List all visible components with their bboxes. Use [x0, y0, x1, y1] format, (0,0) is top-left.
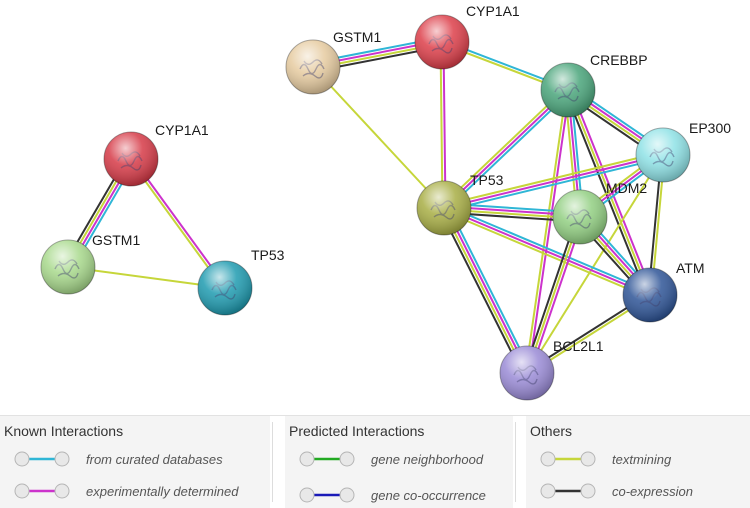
- node-gloss: [553, 190, 607, 244]
- node-gloss: [198, 261, 252, 315]
- edge-textmining: [526, 154, 664, 374]
- experimental-line-icon: [14, 483, 70, 499]
- node-cyp1a1-left[interactable]: CYP1A1: [103, 122, 209, 187]
- legend-node-dot: [14, 451, 30, 467]
- edge-curated: [447, 205, 532, 372]
- curated-line-icon: [14, 451, 70, 467]
- legend-node-dot: [54, 483, 70, 499]
- node-label: ATM: [676, 260, 705, 276]
- legend-label-neighborhood: gene neighborhood: [371, 451, 484, 467]
- node-gloss: [415, 15, 469, 69]
- legend-others-section: Others textmining co-expression: [526, 416, 750, 508]
- edge-experimental: [569, 88, 654, 295]
- edge-textmining: [442, 209, 650, 299]
- edge-textmining: [526, 216, 581, 374]
- nodes-layer: CYP1A1GSTM1TP53GSTM1CYP1A1CREBBPEP300TP5…: [40, 3, 731, 401]
- legend-node-dot: [580, 483, 596, 499]
- legend-node-dot: [14, 483, 30, 499]
- interaction-network: CYP1A1GSTM1TP53GSTM1CYP1A1CREBBPEP300TP5…: [40, 3, 731, 401]
- edge-experimental: [442, 41, 447, 208]
- legend-label-curated: from curated databases: [86, 451, 223, 467]
- edge-textmining: [443, 151, 663, 207]
- node-label: GSTM1: [333, 29, 381, 45]
- node-label: CYP1A1: [155, 122, 209, 138]
- coexpression-line-icon: [540, 483, 596, 499]
- node-gstm1-right[interactable]: GSTM1: [285, 29, 381, 95]
- node-bcl2l1-right[interactable]: BCL2L1: [499, 338, 604, 401]
- node-tp53-right[interactable]: TP53: [416, 172, 504, 236]
- legend-item-cooccurrence: gene co-occurrence: [299, 484, 486, 506]
- node-gstm1-left[interactable]: GSTM1: [40, 232, 140, 295]
- edge-coexpression: [523, 215, 579, 373]
- node-label: EP300: [689, 120, 731, 136]
- node-gloss: [417, 181, 471, 235]
- legend-divider: [515, 422, 516, 502]
- edge-curated: [444, 156, 664, 212]
- legend-node-dot: [580, 451, 596, 467]
- edge-experimental: [528, 217, 584, 375]
- legend-node-dot: [339, 487, 355, 503]
- legend-label-experimental: experimentally determined: [86, 483, 239, 499]
- legend-predicted-section: Predicted Interactions gene neighborhood…: [285, 416, 513, 508]
- node-gloss: [41, 240, 95, 294]
- node-gloss: [623, 268, 677, 322]
- legend-node-dot: [339, 451, 355, 467]
- node-gloss: [286, 40, 340, 94]
- node-gloss: [104, 132, 158, 186]
- node-gloss: [541, 63, 595, 117]
- legend: Known Interactions from curated database…: [0, 415, 750, 508]
- legend-known-heading: Known Interactions: [4, 423, 124, 439]
- node-label: CYP1A1: [466, 3, 520, 19]
- legend-label-coexpression: co-expression: [612, 483, 693, 499]
- legend-node-dot: [54, 451, 70, 467]
- legend-item-neighborhood: gene neighborhood: [299, 448, 483, 470]
- node-label: TP53: [251, 247, 285, 263]
- legend-known-section: Known Interactions from curated database…: [0, 416, 270, 508]
- edge-textmining: [524, 89, 568, 373]
- node-atm-right[interactable]: ATM: [622, 260, 705, 323]
- legend-item-experimental: experimentally determined: [14, 480, 238, 502]
- edge-experimental: [444, 206, 530, 373]
- edge-curated: [444, 204, 652, 294]
- edge-coexpression: [439, 209, 524, 376]
- node-label: GSTM1: [92, 232, 140, 248]
- node-label: TP53: [470, 172, 504, 188]
- node-gloss: [500, 346, 554, 400]
- edge-textmining: [312, 66, 445, 209]
- legend-item-curated: from curated databases: [14, 448, 223, 470]
- edge-experimental: [443, 89, 569, 209]
- legend-node-dot: [299, 451, 315, 467]
- legend-others-heading: Others: [530, 423, 573, 439]
- node-ep300-right[interactable]: EP300: [635, 120, 731, 183]
- textmining-line-icon: [540, 451, 596, 467]
- legend-label-textmining: textmining: [612, 451, 672, 467]
- node-gloss: [636, 128, 690, 182]
- cooccurrence-line-icon: [299, 487, 355, 503]
- edge-textmining: [441, 208, 527, 375]
- legend-predicted-heading: Predicted Interactions: [289, 423, 425, 439]
- node-cyp1a1-right[interactable]: CYP1A1: [414, 3, 520, 70]
- edge-experimental: [527, 90, 571, 374]
- node-tp53-left[interactable]: TP53: [197, 247, 285, 316]
- node-label: BCL2L1: [553, 338, 604, 354]
- edge-textmining: [439, 42, 444, 209]
- neighborhood-line-icon: [299, 451, 355, 467]
- edge-textmining: [441, 87, 567, 207]
- node-crebbp-right[interactable]: CREBBP: [540, 52, 648, 118]
- legend-node-dot: [540, 483, 556, 499]
- node-mdm2-right[interactable]: MDM2: [552, 180, 647, 245]
- node-label: CREBBP: [590, 52, 648, 68]
- legend-divider: [272, 422, 273, 502]
- legend-node-dot: [540, 451, 556, 467]
- node-label: MDM2: [606, 180, 647, 196]
- edge-experimental: [443, 154, 664, 209]
- legend-item-textmining: textmining: [540, 448, 671, 470]
- legend-node-dot: [299, 487, 315, 503]
- legend-label-cooccurrence: gene co-occurrence: [371, 487, 486, 503]
- edge-curated: [445, 91, 571, 211]
- edge-experimental: [443, 207, 651, 296]
- legend-item-coexpression: co-expression: [540, 480, 693, 502]
